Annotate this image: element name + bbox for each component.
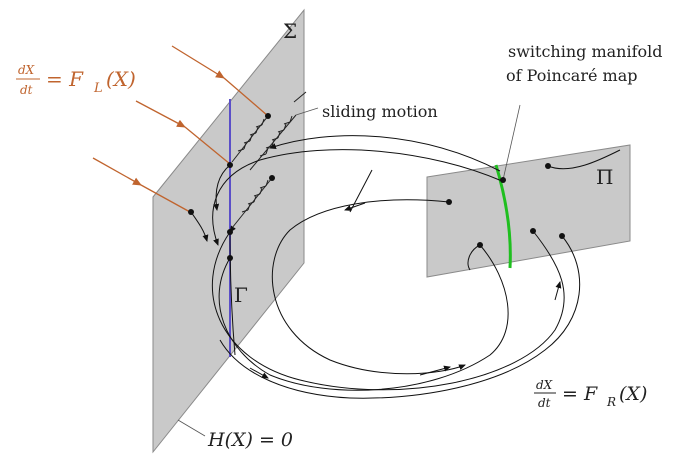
left-equation: dX dt = F L (X) (16, 63, 136, 97)
right-frac-num: dX (536, 378, 553, 392)
right-equation: dX dt = F R (X) (534, 378, 647, 410)
left-frac-den: dt (20, 83, 33, 97)
switching-manifold-label: switching manifold (508, 42, 663, 61)
right-frac-den: dt (538, 396, 551, 410)
right-rhs: = F (562, 383, 598, 405)
sliding-motion-strokes (231, 91, 307, 229)
left-frac-num: dX (18, 63, 35, 77)
gamma-label: Γ (234, 283, 248, 307)
left-arg: (X) (106, 67, 136, 91)
state-points (188, 113, 565, 261)
poincare-map-label: of Poincaré map (506, 66, 637, 85)
right-sub: R (606, 395, 616, 409)
vector-field-arrows (92, 45, 269, 213)
left-sub: L (93, 81, 103, 96)
trajectories (177, 104, 621, 437)
left-rhs: = F (46, 67, 84, 91)
sliding-motion-label: sliding motion (322, 102, 438, 121)
right-arg: (X) (619, 383, 647, 405)
switching-manifold-curve (494, 164, 512, 269)
switching-surface-equation: H(X) = 0 (207, 429, 293, 451)
pi-label: Π (596, 165, 613, 189)
sigma-label: Σ (283, 19, 297, 43)
